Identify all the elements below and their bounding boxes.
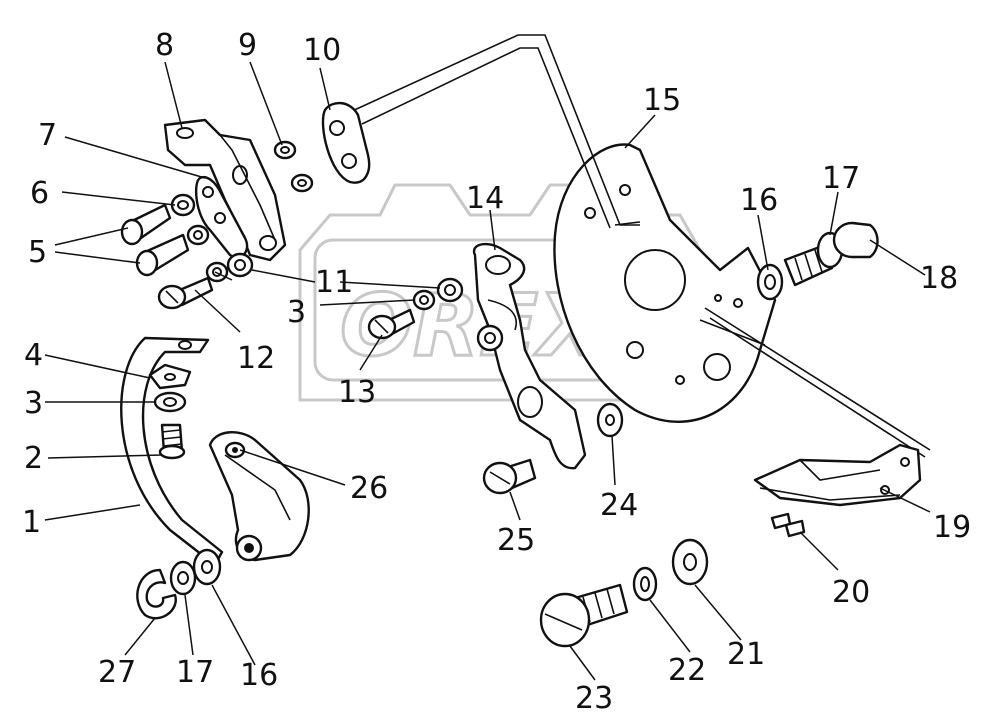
part-26-shoe (208, 431, 310, 562)
label-21: 21 (727, 637, 765, 672)
part-3-washers (153, 261, 436, 413)
part-13-screw (367, 308, 416, 340)
label-24: 24 (600, 488, 638, 523)
label-4: 4 (24, 338, 43, 373)
label-9: 9 (238, 28, 257, 63)
part-10-link (321, 101, 371, 184)
part-numbers: 8 9 10 7 6 5 11 3 12 13 14 15 16 17 18 1… (22, 28, 971, 716)
part-22-lockwasher (632, 566, 658, 602)
label-18: 18 (920, 261, 958, 296)
part-11-washers (226, 252, 464, 303)
part-5-rivets (120, 203, 190, 277)
label-25: 25 (497, 523, 535, 558)
part-15-plate (553, 143, 777, 423)
label-6: 6 (30, 176, 49, 211)
label-3-upper: 3 (287, 295, 306, 330)
label-11: 11 (315, 265, 353, 300)
label-1: 1 (22, 505, 41, 540)
part-23-bolt (539, 583, 629, 648)
label-13: 13 (338, 375, 376, 410)
part-2-screw (158, 423, 186, 460)
part-12-screw (157, 276, 214, 310)
part-21-washer (671, 538, 709, 586)
label-20: 20 (832, 575, 870, 610)
label-15: 15 (643, 83, 681, 118)
label-19: 19 (933, 510, 971, 545)
part-27-circlip (136, 568, 177, 620)
part-6-washer (170, 193, 210, 246)
label-17-upper: 17 (822, 161, 860, 196)
linkage-rod-lower (704, 307, 931, 458)
part-20-pins (770, 512, 806, 538)
linkage-rod (349, 34, 640, 229)
label-14: 14 (466, 181, 504, 216)
part-4-clip (148, 363, 192, 390)
leader-lines (44, 61, 931, 681)
part-9-washers (273, 140, 314, 193)
label-7: 7 (38, 118, 57, 153)
part-17-18-bolt (783, 221, 879, 287)
label-10: 10 (303, 33, 341, 68)
part-16-washer-upper (756, 263, 784, 301)
part-24-washer (596, 402, 624, 438)
part-8-bracket (163, 118, 287, 262)
label-3-lower: 3 (24, 386, 43, 421)
label-8: 8 (155, 28, 174, 63)
label-5: 5 (28, 235, 47, 270)
label-26: 26 (350, 471, 388, 506)
label-27: 27 (98, 655, 136, 690)
part-25-screw (482, 458, 537, 495)
part-19-bracket (753, 443, 922, 507)
label-22: 22 (668, 653, 706, 688)
label-2: 2 (24, 441, 43, 476)
label-12: 12 (237, 341, 275, 376)
label-16-lower: 16 (240, 658, 278, 693)
part-17-washer-lower (169, 560, 197, 596)
label-17-lower: 17 (176, 655, 214, 690)
label-23: 23 (575, 681, 613, 716)
part-14-lever (472, 242, 587, 470)
label-16-upper: 16 (740, 183, 778, 218)
part-16-washer-lower (192, 548, 222, 586)
